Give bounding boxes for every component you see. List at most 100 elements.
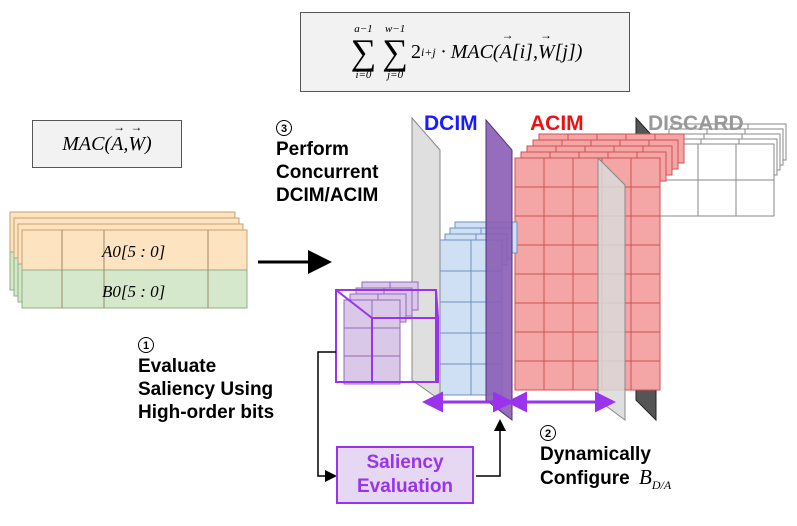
mac-sep: , bbox=[123, 132, 129, 155]
acim-grid-cell bbox=[543, 273, 574, 304]
step1-line-1: Evaluate bbox=[138, 356, 217, 377]
step2-label: 2 Dynamically Configure BD/A bbox=[540, 420, 671, 497]
saliency-cube-cell bbox=[371, 299, 401, 329]
acim-grid-cell bbox=[543, 215, 574, 246]
formula-exponent: i+j bbox=[420, 44, 436, 59]
acim-grid-cell bbox=[572, 302, 603, 333]
mac-prefix: MAC( bbox=[62, 132, 112, 155]
saliency-line-1: Saliency bbox=[366, 452, 444, 473]
acim-grid-cell bbox=[630, 360, 661, 391]
step2-line-2: Configure bbox=[540, 468, 630, 489]
sum-j-upper: w−1 bbox=[384, 23, 406, 35]
acim-grid-cell bbox=[514, 273, 545, 304]
mac-arg-a: A bbox=[111, 120, 125, 156]
formula-box: a−1 ∑ i=0 w−1 ∑ j=0 2i+j · MAC(A[i], W[j… bbox=[300, 12, 630, 92]
dcim-label: DCIM bbox=[424, 112, 478, 135]
saliency-cube-cell bbox=[343, 355, 373, 385]
acim-plane bbox=[597, 156, 626, 421]
saliency-evaluation-box: Saliency Evaluation bbox=[336, 446, 474, 504]
acim-grid-cell bbox=[630, 331, 661, 362]
acim-grid-cell bbox=[572, 157, 603, 188]
acim-grid-cell bbox=[543, 157, 574, 188]
acim-grid-cell bbox=[514, 302, 545, 333]
a0-label: A0[5 : 0] bbox=[101, 242, 165, 261]
discard-grid-cell bbox=[659, 179, 699, 217]
acim-grid-cell bbox=[630, 302, 661, 333]
formula-sep: , bbox=[532, 40, 538, 63]
discard-grid-cell bbox=[735, 143, 775, 181]
dcim-grid-cell bbox=[439, 301, 472, 334]
saliency-cube-cell bbox=[371, 327, 401, 357]
acim-grid-cell bbox=[630, 157, 661, 188]
acim-grid-cell bbox=[543, 331, 574, 362]
sum-i-upper: a−1 bbox=[354, 23, 373, 35]
saliency-cube-cell bbox=[343, 327, 373, 357]
acim-grid-cell bbox=[543, 360, 574, 391]
dcim-grid-cell bbox=[439, 332, 472, 365]
step3-line-1: Perform bbox=[276, 139, 349, 160]
acim-grid-cell bbox=[572, 360, 603, 391]
step3-line-3: DCIM/ACIM bbox=[276, 185, 379, 206]
mac-suffix: ) bbox=[145, 132, 152, 155]
formula-arg-a: A bbox=[500, 28, 514, 64]
step1-number-icon: 1 bbox=[138, 337, 154, 353]
mac-arg-w: W bbox=[128, 120, 145, 156]
formula-op: · MAC( bbox=[440, 40, 500, 63]
step2-number-icon: 2 bbox=[540, 425, 556, 441]
acim-grid-cell bbox=[514, 157, 545, 188]
acim-grid-cell bbox=[514, 215, 545, 246]
step3-line-2: Concurrent bbox=[276, 162, 379, 183]
sum-j: w−1 ∑ j=0 bbox=[382, 23, 408, 81]
saliency-line-2: Evaluation bbox=[356, 476, 454, 497]
acim-grid-cell bbox=[514, 331, 545, 362]
step3-number-icon: 3 bbox=[276, 120, 292, 136]
mac-box: MAC(A,W) bbox=[32, 120, 182, 168]
step2-subscript: D/A bbox=[651, 477, 672, 492]
step3-label: 3 Perform Concurrent DCIM/ACIM bbox=[276, 115, 378, 207]
step1-label: 1 Evaluate Saliency Using High-order bit… bbox=[138, 332, 274, 424]
acim-grid-cell bbox=[514, 186, 545, 217]
formula-idx-a: [i] bbox=[511, 40, 533, 63]
step1-line-2: Saliency Using bbox=[138, 379, 274, 400]
saliency-cube-cell bbox=[371, 355, 401, 385]
boundary-plane bbox=[485, 118, 513, 422]
formula-base: 2 bbox=[410, 40, 421, 63]
cube-edge bbox=[335, 289, 373, 319]
flow-out-saliency bbox=[476, 419, 506, 477]
acim-label: ACIM bbox=[530, 112, 584, 135]
sum-i-lower: i=0 bbox=[355, 69, 372, 81]
b-row-layer bbox=[21, 269, 248, 309]
discard-grid-cell bbox=[697, 179, 737, 217]
b0-label: B0[5 : 0] bbox=[102, 282, 165, 301]
acim-grid-cell bbox=[572, 215, 603, 246]
cube-edge bbox=[435, 289, 439, 319]
acim-grid-cell bbox=[630, 186, 661, 217]
dcim-grid-cell bbox=[439, 270, 472, 303]
step2-symbol: B bbox=[639, 465, 652, 489]
acim-grid-cell bbox=[572, 186, 603, 217]
sum-i: a−1 ∑ i=0 bbox=[350, 23, 377, 81]
acim-grid-cell bbox=[543, 186, 574, 217]
dcim-grid-cell bbox=[439, 239, 472, 272]
step1-line-3: High-order bits bbox=[138, 402, 275, 423]
dcim-grid-cell bbox=[439, 363, 472, 396]
flow-into-saliency bbox=[317, 351, 337, 482]
discard-grid-cell bbox=[735, 179, 775, 217]
formula-idx-w: [j]) bbox=[554, 40, 583, 63]
acim-grid-cell bbox=[514, 360, 545, 391]
acim-grid-cell bbox=[543, 244, 574, 275]
discard-label: DISCARD bbox=[648, 112, 744, 135]
acim-grid-cell bbox=[514, 244, 545, 275]
acim-grid-cell bbox=[630, 244, 661, 275]
sum-j-lower: j=0 bbox=[387, 69, 404, 81]
formula-arg-w: W bbox=[538, 28, 555, 64]
cube-inner-face bbox=[371, 317, 439, 383]
acim-grid-cell bbox=[630, 215, 661, 246]
acim-grid-cell bbox=[543, 302, 574, 333]
discard-grid-cell bbox=[697, 143, 737, 181]
acim-grid-cell bbox=[572, 331, 603, 362]
step2-line-1: Dynamically bbox=[540, 444, 651, 465]
acim-grid-cell bbox=[630, 273, 661, 304]
